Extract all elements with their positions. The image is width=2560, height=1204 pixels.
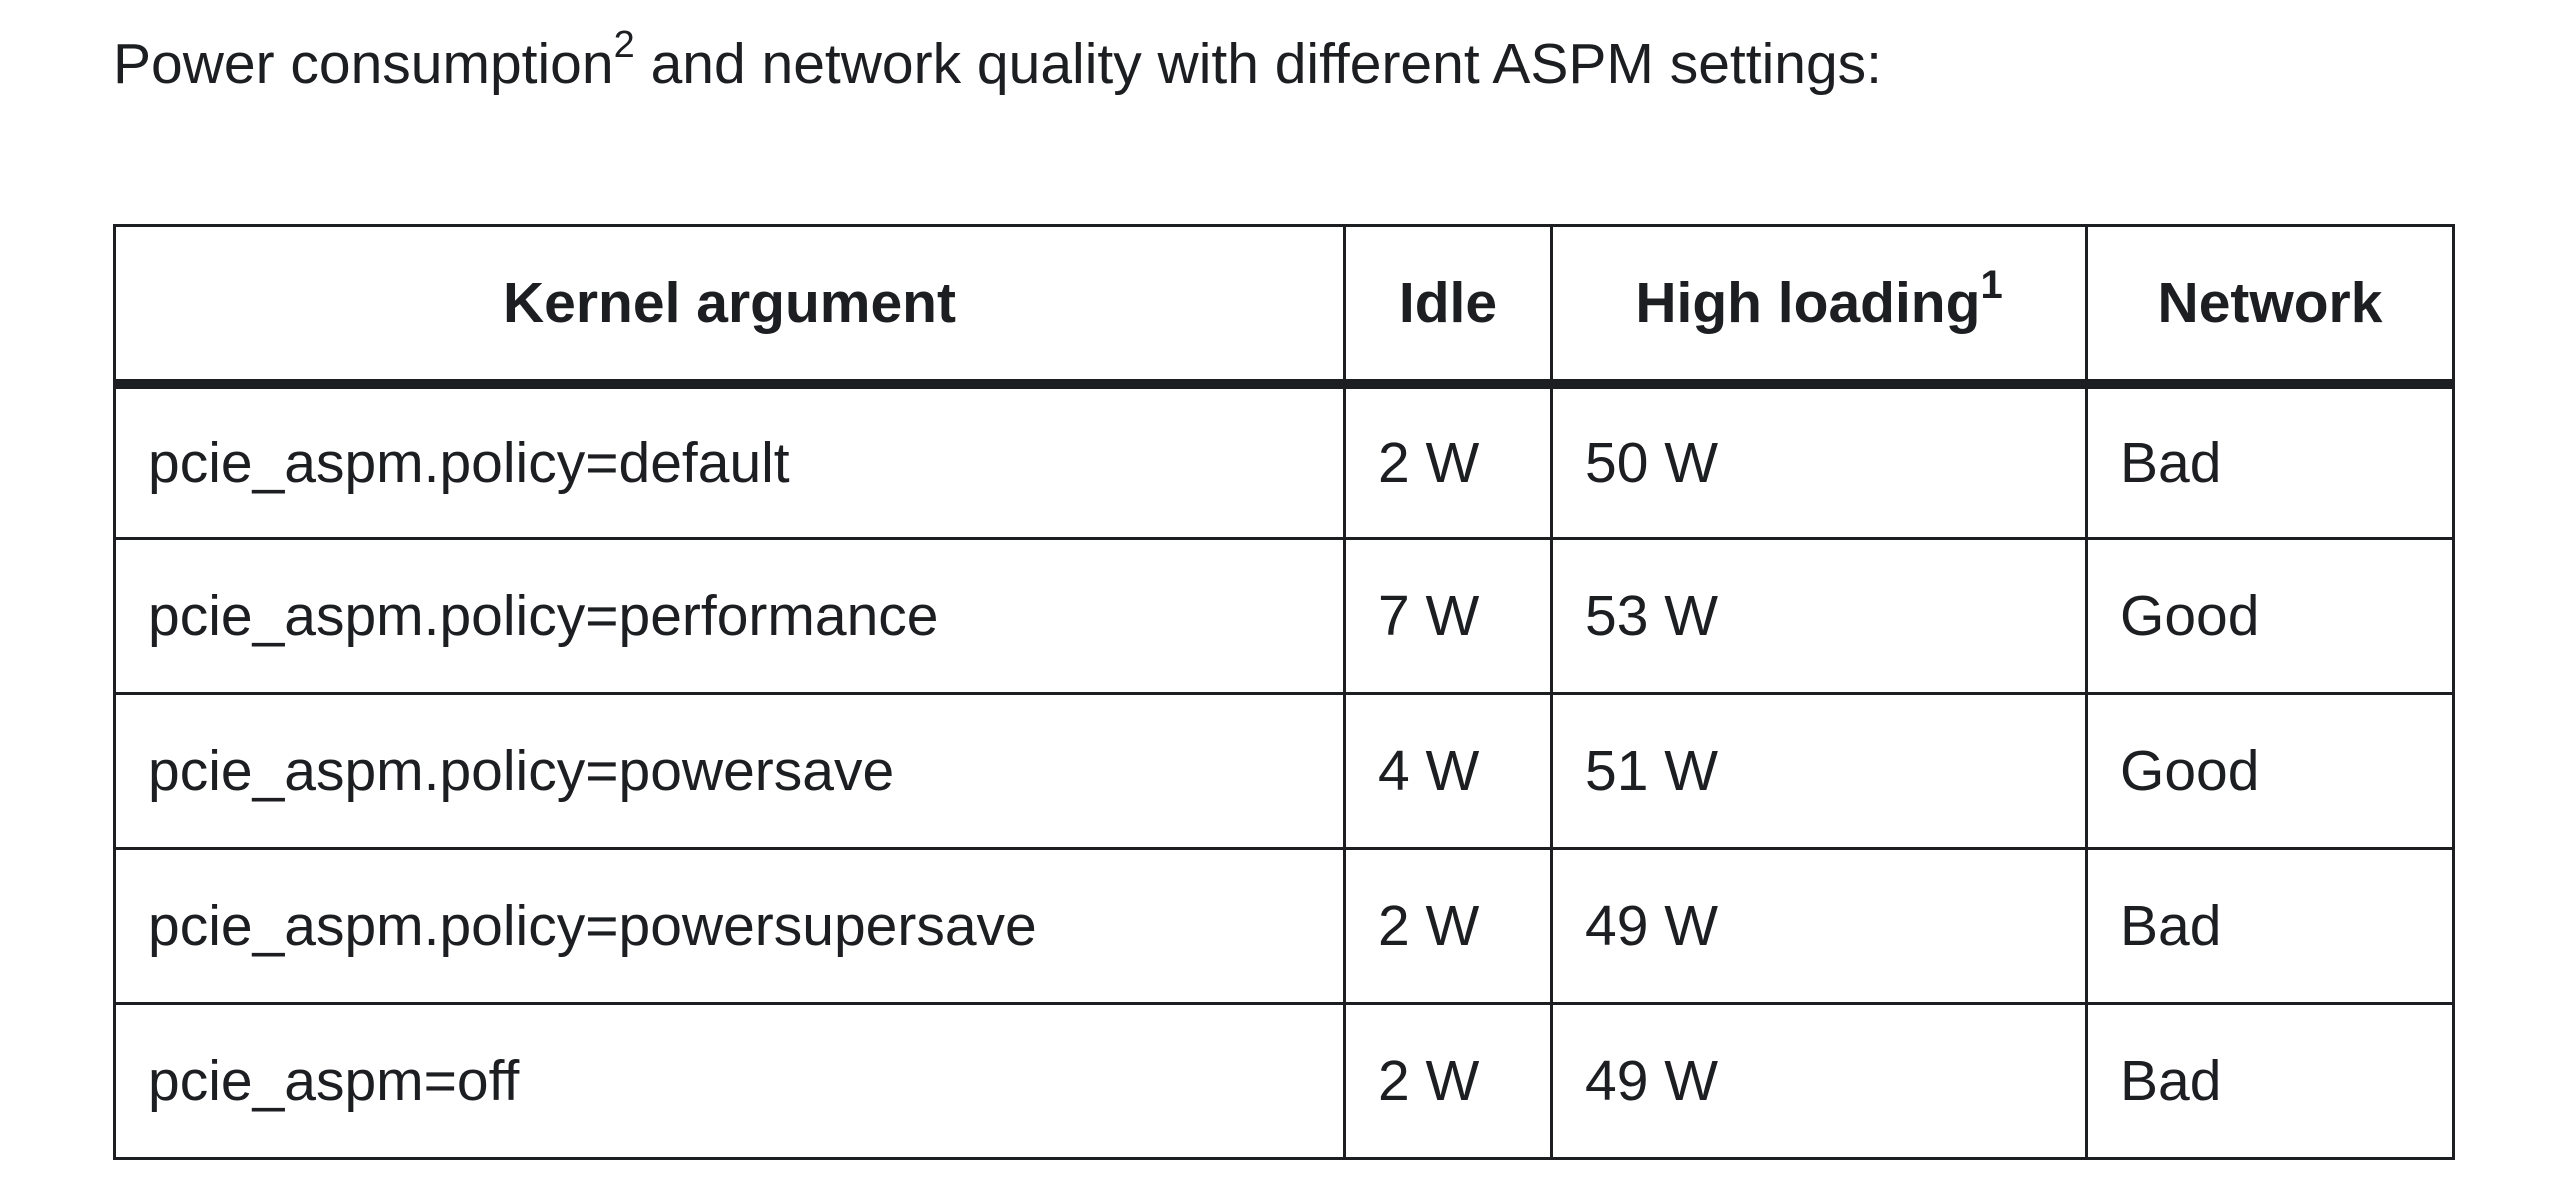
table-body: pcie_aspm.policy=default 2 W 50 W Bad pc… xyxy=(113,382,2455,1160)
aspm-settings-table: Kernel argument Idle High loading1 Netwo… xyxy=(113,224,2455,1160)
footnote-ref-2[interactable]: 2 xyxy=(613,24,635,66)
cell-high-loading: 50 W xyxy=(1550,382,2088,540)
cell-idle: 7 W xyxy=(1343,537,1553,695)
cell-high-loading: 53 W xyxy=(1550,537,2088,695)
header-high-loading: High loading1 xyxy=(1550,224,2088,389)
cell-kernel-argument: pcie_aspm.policy=powersupersave xyxy=(113,847,1346,1005)
cell-kernel-argument: pcie_aspm.policy=powersave xyxy=(113,692,1346,850)
cell-kernel-argument: pcie_aspm.policy=default xyxy=(113,382,1346,540)
cell-kernel-argument: pcie_aspm=off xyxy=(113,1002,1346,1160)
cell-network: Bad xyxy=(2085,1002,2455,1160)
cell-network: Good xyxy=(2085,692,2455,850)
header-network: Network xyxy=(2085,224,2455,389)
intro-text-after: and network quality with different ASPM … xyxy=(634,32,1882,96)
intro-paragraph: Power consumption2 and network quality w… xyxy=(113,22,1882,106)
cell-idle: 2 W xyxy=(1343,382,1553,540)
table-row: pcie_aspm.policy=powersupersave 2 W 49 W… xyxy=(113,847,2455,1005)
cell-network: Good xyxy=(2085,537,2455,695)
cell-high-loading: 49 W xyxy=(1550,1002,2088,1160)
table-row: pcie_aspm.policy=default 2 W 50 W Bad xyxy=(113,382,2455,540)
footnote-ref-1[interactable]: 1 xyxy=(1980,262,2003,307)
cell-network: Bad xyxy=(2085,847,2455,1005)
cell-idle: 4 W xyxy=(1343,692,1553,850)
cell-high-loading: 49 W xyxy=(1550,847,2088,1005)
header-kernel-argument: Kernel argument xyxy=(113,224,1346,389)
intro-text-before: Power consumption xyxy=(113,32,614,96)
header-row: Kernel argument Idle High loading1 Netwo… xyxy=(113,224,2455,389)
cell-kernel-argument: pcie_aspm.policy=performance xyxy=(113,537,1346,695)
cell-idle: 2 W xyxy=(1343,847,1553,1005)
header-idle: Idle xyxy=(1343,224,1553,389)
table-header: Kernel argument Idle High loading1 Netwo… xyxy=(113,224,2455,389)
table-row: pcie_aspm.policy=performance 7 W 53 W Go… xyxy=(113,537,2455,695)
cell-network: Bad xyxy=(2085,382,2455,540)
cell-idle: 2 W xyxy=(1343,1002,1553,1160)
table-row: pcie_aspm=off 2 W 49 W Bad xyxy=(113,1002,2455,1160)
cell-high-loading: 51 W xyxy=(1550,692,2088,850)
table-row: pcie_aspm.policy=powersave 4 W 51 W Good xyxy=(113,692,2455,850)
